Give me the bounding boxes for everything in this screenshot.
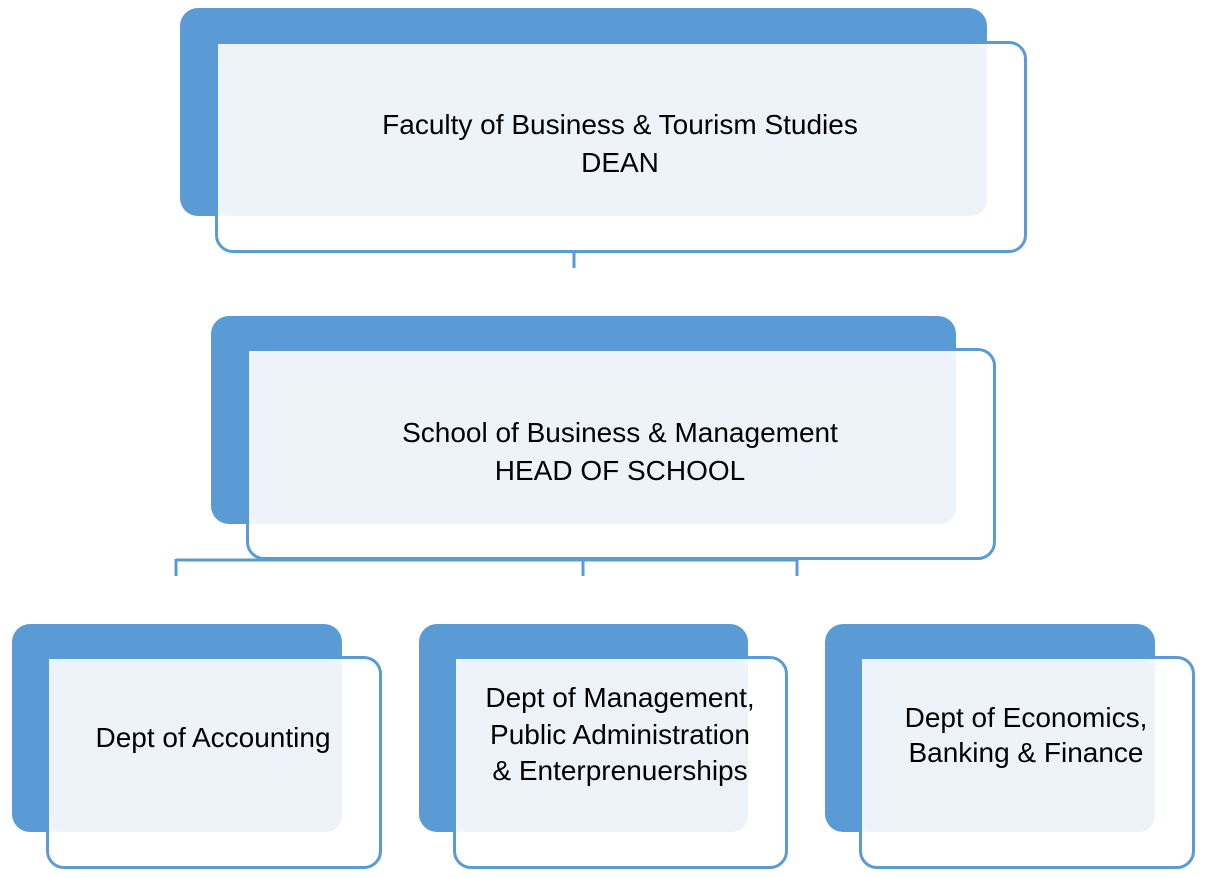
dean-title: Faculty of Business & Tourism Studies xyxy=(382,109,858,141)
management-line1: Dept of Management, xyxy=(485,681,755,713)
school-title: School of Business & Management xyxy=(402,417,838,449)
node-dean-text: Faculty of Business & Tourism Studies DE… xyxy=(218,44,1022,244)
node-school-text: School of Business & Management HEAD OF … xyxy=(249,352,991,552)
node-economics-text: Dept of Economics, Banking & Finance xyxy=(862,660,1190,810)
node-dean-overlap xyxy=(218,44,987,216)
node-management-overlap xyxy=(456,659,748,832)
node-accounting-overlap xyxy=(49,659,342,832)
management-line2: Public Administration xyxy=(490,718,750,750)
node-school-overlap xyxy=(249,351,956,524)
economics-line2: Banking & Finance xyxy=(908,737,1144,768)
dean-role: DEAN xyxy=(581,147,659,178)
management-line3: & Enterprenuerships xyxy=(492,755,748,787)
school-role: HEAD OF SCHOOL xyxy=(494,455,746,486)
node-accounting-text: Dept of Accounting xyxy=(49,660,377,815)
accounting-line1: Dept of Accounting xyxy=(95,721,331,753)
economics-line1: Dept of Economics, xyxy=(904,702,1148,733)
node-economics-overlap xyxy=(862,659,1155,832)
node-management-text: Dept of Management, Public Administratio… xyxy=(440,660,800,810)
